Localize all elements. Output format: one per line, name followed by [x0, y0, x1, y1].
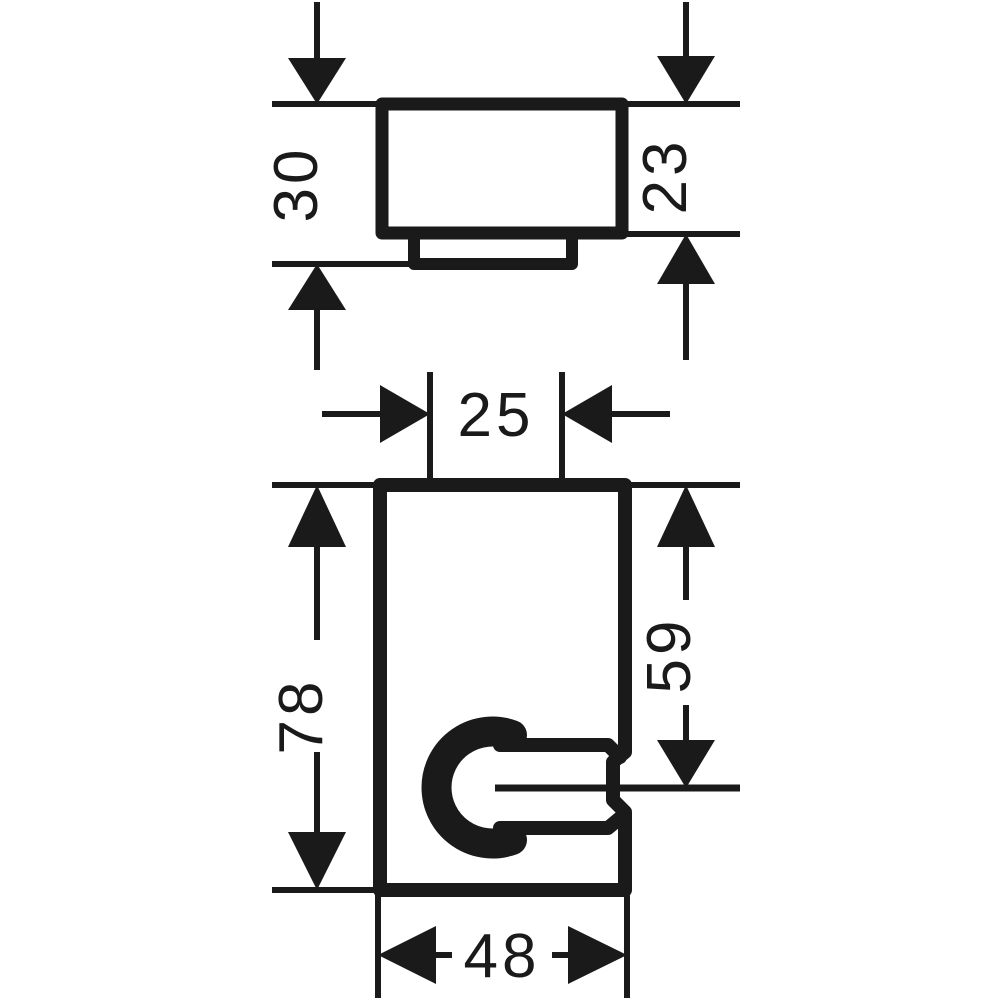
dim-30-label: 30 — [262, 146, 331, 223]
dim-25-arrow-right — [562, 385, 612, 443]
top-view-body-outline — [375, 97, 629, 240]
dimension-78-group: 78 — [267, 482, 430, 893]
dim-59-label: 59 — [635, 617, 704, 694]
hook-cradle-c-shape — [421, 716, 527, 859]
dim-30-arrow-bottom — [288, 264, 346, 310]
dim-48-label: 48 — [464, 922, 541, 991]
dim-30-arrow-top — [288, 58, 346, 104]
dim-23-arrow-bottom — [657, 234, 715, 284]
front-view-notch-upper-shelf — [493, 738, 627, 764]
dimension-23-group: 23 — [596, 2, 740, 360]
dim-59-arrow-top — [657, 485, 715, 547]
dimension-25-group: 25 — [322, 372, 670, 490]
dim-25-label: 25 — [458, 381, 535, 450]
dim-25-arrow-left — [380, 385, 430, 443]
dim-78-arrow-bottom — [288, 832, 346, 890]
front-view-notch-lower-shelf — [493, 811, 627, 835]
dim-59-arrow-bottom — [657, 740, 715, 788]
front-view-body-outline — [373, 478, 632, 897]
dim-78-arrow-top — [288, 485, 346, 547]
dimension-48-group: 48 — [375, 890, 630, 998]
top-view-mounting-tab — [408, 233, 578, 270]
hook-cradle-inner-arc — [425, 724, 507, 851]
dim-48-arrow-right — [568, 926, 627, 984]
top-view-geometry — [375, 97, 629, 270]
dimension-59-group: 59 — [625, 482, 740, 791]
dim-78-label: 78 — [267, 678, 336, 755]
dimension-30-group: 30 — [262, 2, 632, 370]
front-view-geometry — [373, 478, 740, 897]
dim-48-arrow-left — [378, 926, 436, 984]
dim-23-arrow-top — [657, 56, 715, 104]
dim-23-label: 23 — [631, 138, 700, 215]
